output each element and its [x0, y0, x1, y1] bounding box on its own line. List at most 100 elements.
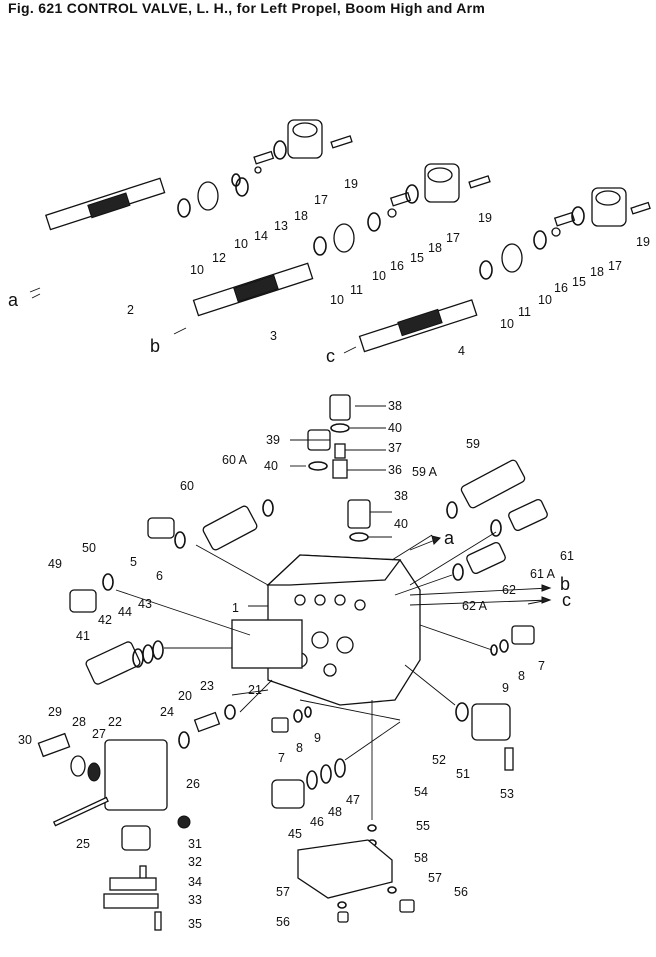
cap-bore — [292, 122, 318, 138]
o-ring-47 — [334, 758, 346, 778]
callout-57: 57 — [428, 871, 442, 885]
o-ring-59a — [446, 501, 458, 519]
seal-27 — [87, 762, 101, 782]
callout-49: 49 — [48, 557, 62, 571]
callout-59a: 59 A — [412, 465, 438, 479]
o-ring-18 — [571, 206, 585, 226]
housing-22 — [104, 739, 168, 811]
plate-33 — [103, 893, 159, 909]
callout-56: 56 — [276, 915, 290, 929]
o-ring-43 — [152, 640, 164, 660]
callout-60: 60 — [180, 479, 194, 493]
plug-38 — [329, 394, 351, 421]
plug-56 — [399, 899, 415, 913]
callout-44: 44 — [118, 605, 132, 619]
spool-4 — [358, 299, 478, 353]
callout-16: 16 — [390, 259, 404, 273]
callout-52: 52 — [432, 753, 446, 767]
callout-58: 58 — [414, 851, 428, 865]
callout-41: 41 — [76, 629, 90, 643]
callout-16: 16 — [554, 281, 568, 295]
plug-45 — [271, 779, 305, 809]
o-ring-18 — [405, 184, 419, 204]
o-ring-60a — [262, 499, 274, 517]
o-ring-6 — [174, 531, 186, 549]
lever-29 — [37, 732, 71, 758]
plug-62 — [466, 541, 506, 575]
callout-11: 11 — [350, 283, 363, 297]
callout-50: 50 — [82, 541, 96, 555]
callout-19: 19 — [478, 211, 492, 225]
callout-18: 18 — [294, 209, 308, 223]
callout-31: 31 — [188, 837, 202, 851]
callout-28: 28 — [72, 715, 86, 729]
o-ring-8 — [293, 709, 303, 723]
callout-21: 21 — [248, 683, 262, 697]
plug-15 — [553, 211, 576, 227]
callout-51: 51 — [456, 767, 470, 781]
plug-5 — [147, 517, 175, 539]
callout-c: c — [326, 346, 335, 366]
plug-49 — [69, 589, 97, 613]
o-ring-46 — [306, 770, 318, 790]
callout-15: 15 — [572, 275, 586, 289]
callout-33: 33 — [188, 893, 202, 907]
cover-58 — [297, 839, 393, 899]
figure-title: Fig. 621 CONTROL VALVE, L. H., for Left … — [8, 0, 486, 16]
spring-12 — [197, 181, 219, 211]
callout-27: 27 — [92, 727, 106, 741]
o-ring-10 — [235, 177, 249, 197]
callout-38: 38 — [388, 399, 402, 413]
callout-39: 39 — [266, 433, 280, 447]
callout-15: 15 — [410, 251, 424, 265]
callout-b: b — [560, 574, 570, 594]
callout-19: 19 — [344, 177, 358, 191]
callout-labels: a b c a b c 1 2 3 4 5 6 7 7 8 8 9 9 10 1… — [8, 177, 650, 931]
bolt-35 — [154, 911, 162, 931]
plug-7 — [511, 625, 535, 645]
spool-2 — [29, 177, 166, 293]
seat — [231, 173, 241, 187]
o-ring-24 — [178, 731, 190, 749]
o-ring-8 — [499, 639, 509, 653]
callout-c: c — [562, 590, 571, 610]
bolt-53 — [504, 747, 514, 771]
cap-bore — [595, 190, 621, 206]
o-ring-44 — [142, 644, 154, 664]
callout-36: 36 — [388, 463, 402, 477]
callout-38: 38 — [394, 489, 408, 503]
callout-17: 17 — [314, 193, 328, 207]
callout-37: 37 — [388, 441, 402, 455]
o-ring-10 — [367, 212, 381, 232]
valve-60 — [202, 505, 258, 551]
callout-12: 12 — [212, 251, 226, 265]
o-ring-10 — [533, 230, 547, 250]
callout-57: 57 — [276, 885, 290, 899]
callout-40: 40 — [264, 459, 278, 473]
callout-53: 53 — [500, 787, 514, 801]
callout-a: a — [8, 290, 19, 310]
o-ring-23 — [224, 704, 236, 720]
callout-40: 40 — [388, 421, 402, 435]
callout-35: 35 — [188, 917, 202, 931]
piston-16 — [387, 208, 397, 218]
callout-25: 25 — [76, 837, 90, 851]
o-ring-62a — [452, 563, 464, 581]
piston-16 — [551, 227, 561, 237]
callout-47: 47 — [346, 793, 360, 807]
callout-45: 45 — [288, 827, 302, 841]
callout-10: 10 — [500, 317, 514, 331]
callout-23: 23 — [200, 679, 214, 693]
bolt-25 — [52, 796, 109, 827]
bolt-13 — [253, 150, 275, 165]
callout-a: a — [444, 528, 455, 548]
o-ring-61a — [490, 519, 502, 537]
callout-32: 32 — [188, 855, 202, 869]
callout-62: 62 — [502, 583, 516, 597]
callout-26: 26 — [186, 777, 200, 791]
callout-30: 30 — [18, 733, 32, 747]
bolt-19 — [630, 201, 651, 215]
callout-6: 6 — [156, 569, 163, 583]
cap-bore — [427, 167, 453, 183]
